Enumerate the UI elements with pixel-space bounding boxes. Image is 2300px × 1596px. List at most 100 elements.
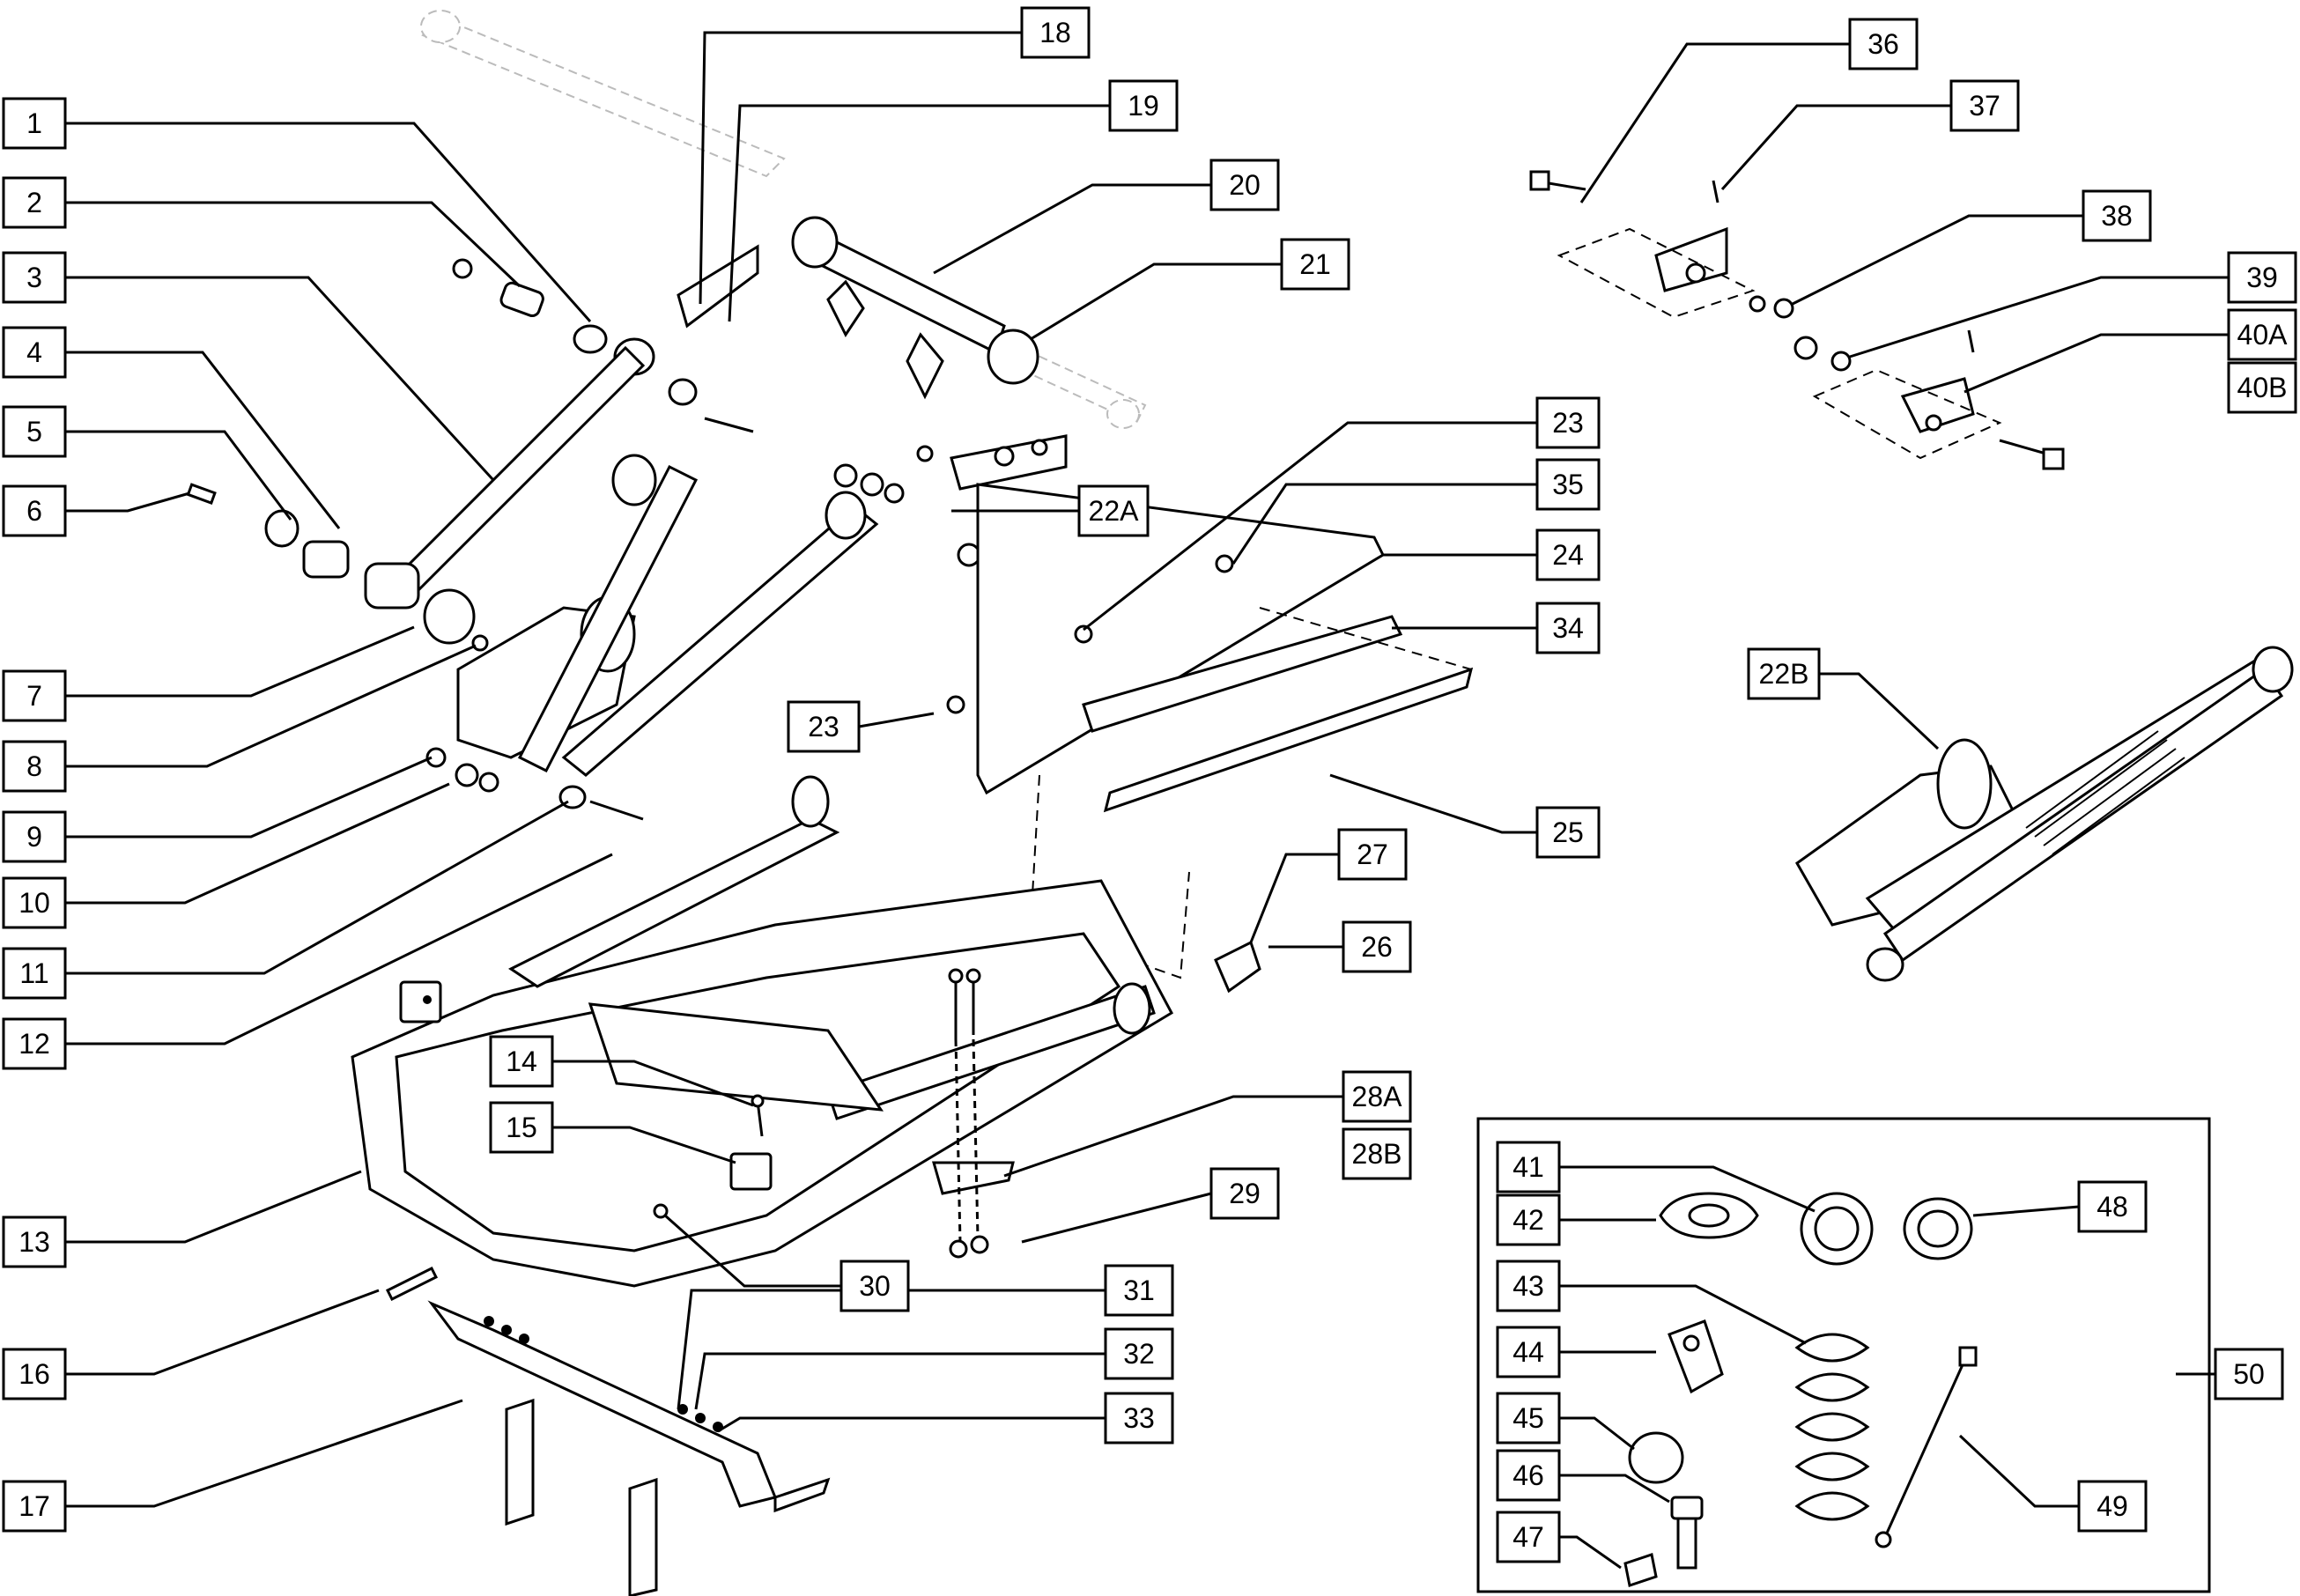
callout-46-text: 46: [1512, 1459, 1544, 1491]
callout-18: 18: [1020, 6, 1091, 59]
callout-1-text: 1: [26, 107, 42, 139]
callout-40a-text: 40A: [2237, 319, 2289, 351]
callout-46: 46: [1496, 1449, 1561, 1502]
callout-11: 11: [2, 947, 67, 1000]
callout-40b-text: 40B: [2237, 372, 2288, 403]
callout-34-text: 34: [1552, 612, 1584, 644]
callout-24: 24: [1535, 528, 1601, 581]
footrest-assembly: [385, 1266, 831, 1596]
callout-44-text: 44: [1512, 1336, 1544, 1368]
callout-45-text: 45: [1512, 1402, 1544, 1434]
callout-6-text: 6: [26, 495, 42, 527]
callout-24-text: 24: [1552, 539, 1584, 571]
callout-41-text: 41: [1512, 1151, 1544, 1183]
callout-37-text: 37: [1969, 90, 2000, 122]
callout-14-text: 14: [506, 1046, 537, 1077]
callout-23-mid-text: 23: [808, 711, 839, 743]
callout-39-text: 39: [2246, 262, 2278, 293]
callout-22a: 22A: [1077, 484, 1150, 537]
callout-1: 1: [2, 97, 67, 150]
main-frame: [351, 775, 1173, 1288]
actuator-motor: [425, 454, 879, 821]
seat-rails: [946, 483, 1474, 979]
callout-32-text: 32: [1123, 1338, 1155, 1370]
callout-40a: 40A: [2227, 308, 2297, 361]
seat-mount-bracket: [677, 216, 1068, 491]
callout-7-text: 7: [26, 680, 42, 712]
callout-32: 32: [1104, 1327, 1174, 1380]
callout-48: 48: [2077, 1180, 2148, 1233]
callout-19: 19: [1108, 79, 1179, 132]
callout-12-text: 12: [18, 1028, 50, 1060]
callout-21: 21: [1280, 238, 1350, 291]
callout-16-text: 16: [18, 1358, 50, 1390]
callout-27: 27: [1337, 828, 1408, 881]
callout-34: 34: [1535, 602, 1601, 654]
callout-28b-text: 28B: [1352, 1138, 1402, 1170]
callout-36: 36: [1848, 18, 1919, 70]
callout-23-mid: 23: [787, 700, 861, 753]
callout-12: 12: [2, 1017, 67, 1070]
callout-4: 4: [2, 326, 67, 379]
callout-38-text: 38: [2101, 200, 2133, 232]
callout-42-text: 42: [1512, 1204, 1544, 1236]
callout-33-text: 33: [1123, 1402, 1155, 1434]
callout-2-text: 2: [26, 187, 42, 218]
frame-hardware: [653, 940, 1261, 1259]
callout-23-top: 23: [1535, 396, 1601, 449]
callout-45: 45: [1496, 1392, 1561, 1445]
callout-25-text: 25: [1552, 816, 1584, 848]
callout-10-text: 10: [18, 887, 50, 919]
callout-47-text: 47: [1512, 1521, 1544, 1553]
callout-26-text: 26: [1361, 931, 1393, 963]
callout-20-text: 20: [1229, 169, 1261, 201]
callout-16: 16: [2, 1348, 67, 1400]
callout-35: 35: [1535, 458, 1601, 511]
callout-18-text: 18: [1039, 17, 1071, 48]
callout-29-text: 29: [1229, 1178, 1261, 1209]
callout-47: 47: [1496, 1511, 1561, 1563]
callout-5: 5: [2, 405, 67, 458]
callout-13: 13: [2, 1215, 67, 1268]
callout-26: 26: [1342, 920, 1412, 973]
callout-17-text: 17: [18, 1490, 50, 1522]
callout-49-text: 49: [2097, 1490, 2128, 1522]
callout-27-text: 27: [1357, 839, 1388, 870]
callout-17: 17: [2, 1480, 67, 1533]
callout-50: 50: [2214, 1348, 2284, 1400]
callout-44: 44: [1496, 1326, 1561, 1378]
callout-11-text: 11: [19, 957, 48, 989]
callout-15: 15: [489, 1101, 554, 1154]
callout-3: 3: [2, 251, 67, 304]
callout-41: 41: [1496, 1141, 1561, 1193]
callout-22a-text: 22A: [1089, 495, 1140, 527]
callout-15-text: 15: [506, 1112, 537, 1143]
callout-49: 49: [2077, 1480, 2148, 1533]
callout-5-text: 5: [26, 416, 42, 447]
callout-14: 14: [489, 1035, 554, 1088]
callout-43-text: 43: [1512, 1270, 1544, 1302]
actuator-right: [1795, 646, 2294, 982]
callout-8: 8: [2, 740, 67, 793]
callout-35-text: 35: [1552, 469, 1584, 500]
seat-tube-ghost: [420, 10, 1147, 429]
callout-25: 25: [1535, 806, 1601, 859]
callout-50-text: 50: [2233, 1358, 2265, 1390]
callout-31-text: 31: [1123, 1275, 1155, 1306]
leader-lines: [65, 31, 2229, 1570]
callout-22b-text: 22B: [1759, 658, 1809, 690]
callout-30-text: 30: [859, 1270, 891, 1302]
callout-38: 38: [2082, 189, 2152, 242]
callout-3-text: 3: [26, 262, 42, 293]
callout-29: 29: [1209, 1167, 1280, 1220]
callout-22b: 22B: [1747, 647, 1821, 700]
callout-10: 10: [2, 876, 67, 929]
callout-37: 37: [1949, 79, 2020, 132]
callout-21-text: 21: [1299, 248, 1331, 280]
callout-42: 42: [1496, 1193, 1561, 1246]
callout-6: 6: [2, 484, 67, 537]
callout-33: 33: [1104, 1392, 1174, 1445]
callout-31: 31: [1104, 1264, 1174, 1317]
callout-39: 39: [2227, 251, 2297, 304]
